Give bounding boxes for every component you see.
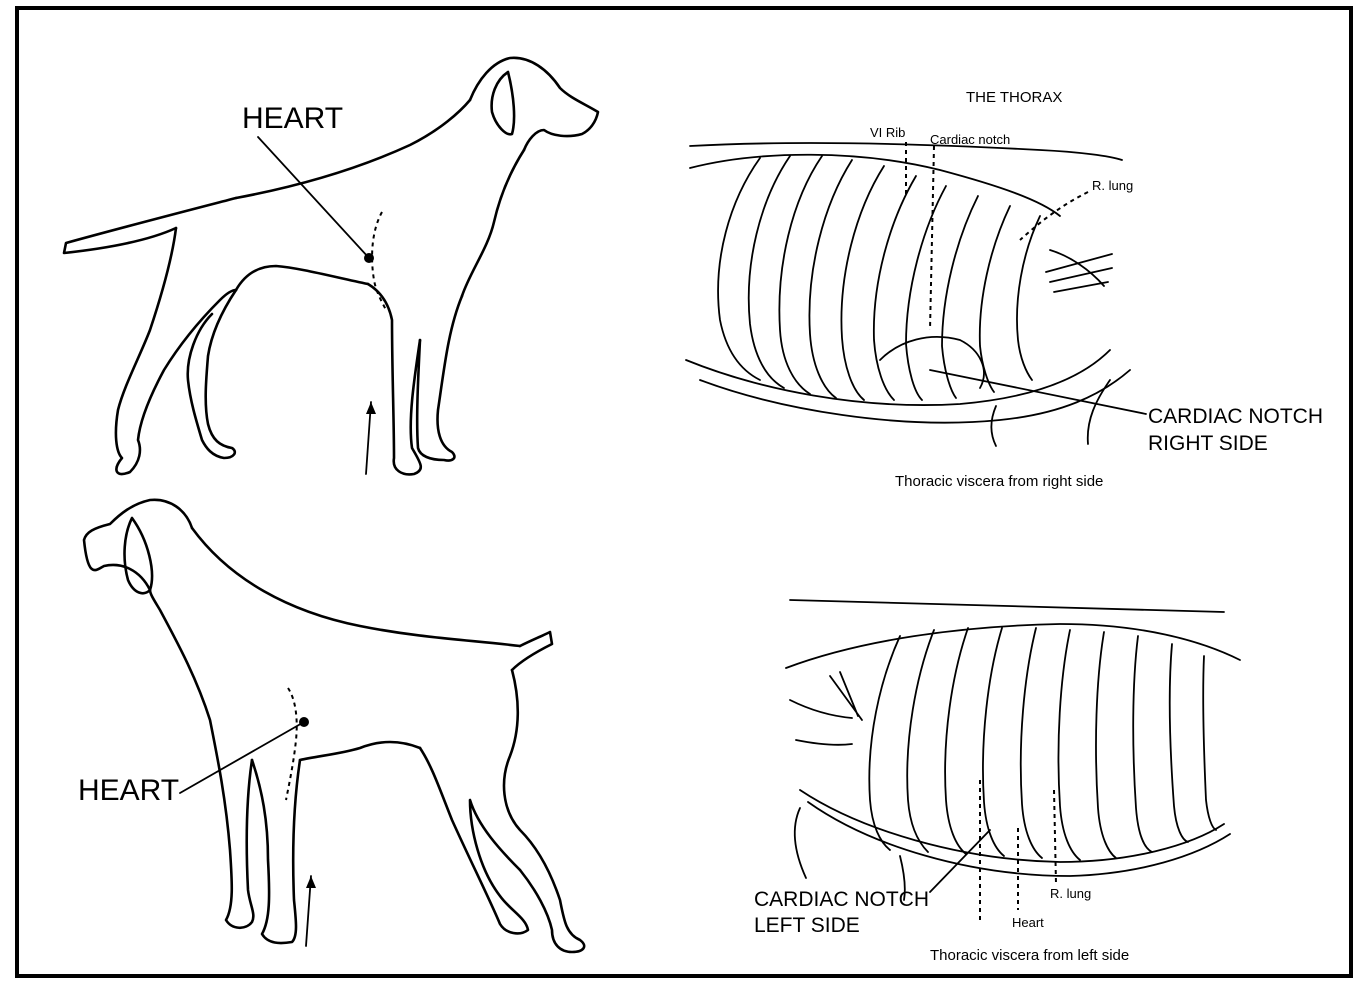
caption-right-side: Thoracic viscera from right side xyxy=(895,473,1103,490)
arrow-up-icon xyxy=(366,402,376,474)
heart-small-label: Heart xyxy=(1012,915,1044,930)
heart-label-bottom: HEART xyxy=(78,774,179,807)
r-lung-label-bottom: R. lung xyxy=(1050,886,1091,901)
dog-left-facing xyxy=(84,500,584,952)
cardiac-notch-left-line1: CARDIAC NOTCH xyxy=(754,888,929,911)
cardiac-notch-small-label: Cardiac notch xyxy=(930,132,1010,147)
thorax-title: THE THORAX xyxy=(966,89,1062,106)
thorax-right-side-illustration xyxy=(686,142,1146,446)
arrow-up-icon xyxy=(306,876,316,946)
cardiac-notch-right-line1: CARDIAC NOTCH xyxy=(1148,405,1323,428)
thorax-left-side-illustration xyxy=(786,600,1240,920)
cardiac-notch-left-line2: LEFT SIDE xyxy=(754,914,860,937)
cardiac-notch-right-line2: RIGHT SIDE xyxy=(1148,432,1268,455)
caption-left-side: Thoracic viscera from left side xyxy=(930,947,1129,964)
r-lung-label-top: R. lung xyxy=(1092,178,1133,193)
vi-rib-label: VI Rib xyxy=(870,125,905,140)
heart-label-top: HEART xyxy=(242,102,343,135)
page-border xyxy=(17,8,1351,976)
